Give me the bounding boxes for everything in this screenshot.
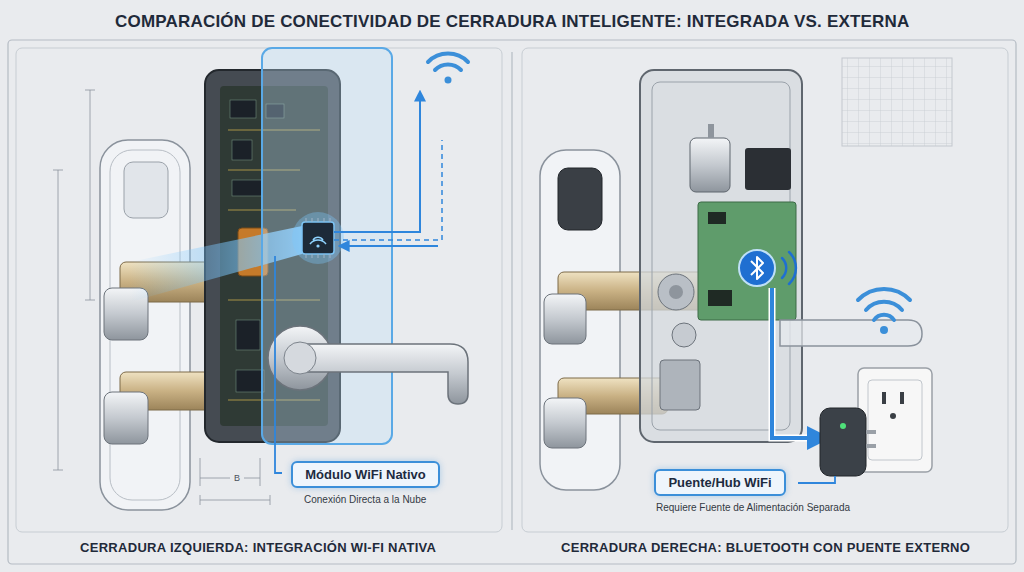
dimension-label: B [234,473,240,483]
callout-box: Puente/Hub WiFiRequiere Fuente de Alimen… [654,469,786,496]
panel-caption: CERRADURA DERECHA: BLUETOOTH CON PUENTE … [561,540,970,555]
callout-heading: Puente/Hub WiFi [656,471,784,494]
diagram-title: COMPARACIÓN DE CONECTIVIDAD DE CERRADURA… [115,12,910,32]
callout-box: Módulo WiFi NativoConexión Directa a la … [291,461,440,488]
callout-note: Requiere Fuente de Alimentación Separada [656,502,850,513]
callout-note: Conexión Directa a la Nube [304,494,426,505]
panel-caption: CERRADURA IZQUIERDA: INTEGRACIÓN WI-FI N… [80,540,436,555]
left-lock [100,48,468,510]
right-lock [540,58,952,490]
callout-heading: Módulo WiFi Nativo [293,463,438,486]
